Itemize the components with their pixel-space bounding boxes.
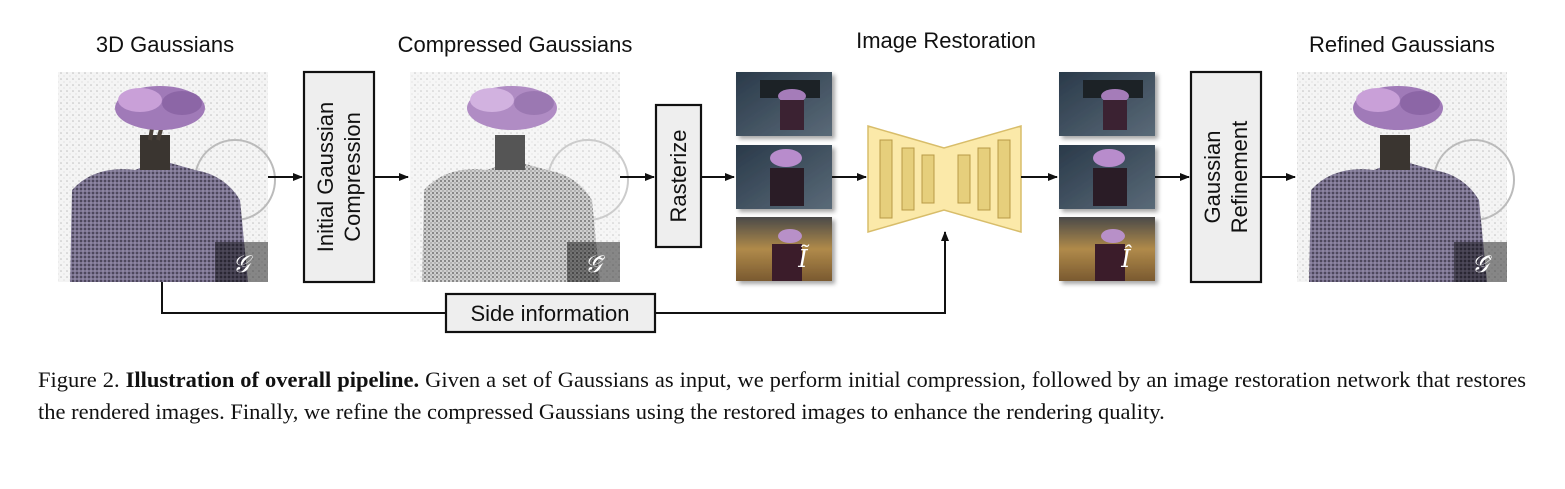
- initial-compression-line1: Initial Gaussian: [313, 102, 338, 252]
- caption-label: Figure 2.: [38, 367, 120, 392]
- heading-image-restoration: Image Restoration: [856, 28, 1036, 53]
- symbol-g-tilde: 𝒢̃: [584, 250, 605, 278]
- restored-images: [1059, 72, 1155, 281]
- figure-caption: Figure 2. Illustration of overall pipeli…: [38, 364, 1526, 427]
- restoration-network: [867, 125, 1022, 233]
- refinement-line2: Refinement: [1227, 121, 1252, 234]
- pipeline-diagram: 3D Gaussians Compressed Gaussians Image …: [58, 28, 1515, 334]
- initial-compression-line2: Compression: [340, 112, 365, 242]
- rendered-images: [736, 72, 832, 281]
- symbol-i-tilde: Ĩ: [797, 244, 810, 273]
- side-information-box: Side information: [444, 292, 657, 334]
- rasterize-label: Rasterize: [666, 130, 691, 223]
- caption-body: Given a set of Gaussians as input, we pe…: [38, 367, 1527, 424]
- caption-title: Illustration of overall pipeline.: [125, 367, 420, 392]
- gaussians-image: 𝒢: [58, 72, 276, 282]
- heading-refined-gaussians: Refined Gaussians: [1309, 32, 1495, 57]
- symbol-g: 𝒢: [232, 250, 253, 278]
- refinement-line1: Gaussian: [1200, 131, 1225, 224]
- refined-gaussians-image: 𝒢̂: [1297, 72, 1515, 282]
- symbol-g-hat: 𝒢̂: [1471, 250, 1492, 278]
- heading-compressed-gaussians: Compressed Gaussians: [398, 32, 633, 57]
- gaussian-refinement-box: Gaussian Refinement: [1189, 70, 1263, 284]
- compressed-gaussians-image: 𝒢̃: [410, 72, 629, 282]
- rasterize-box: Rasterize: [654, 103, 703, 249]
- heading-3d-gaussians: 3D Gaussians: [96, 32, 234, 57]
- symbol-i-hat: Î: [1120, 244, 1132, 273]
- initial-compression-box: Initial Gaussian Compression: [302, 70, 376, 284]
- side-information-label: Side information: [471, 301, 630, 326]
- flow-arrows: [161, 173, 1296, 314]
